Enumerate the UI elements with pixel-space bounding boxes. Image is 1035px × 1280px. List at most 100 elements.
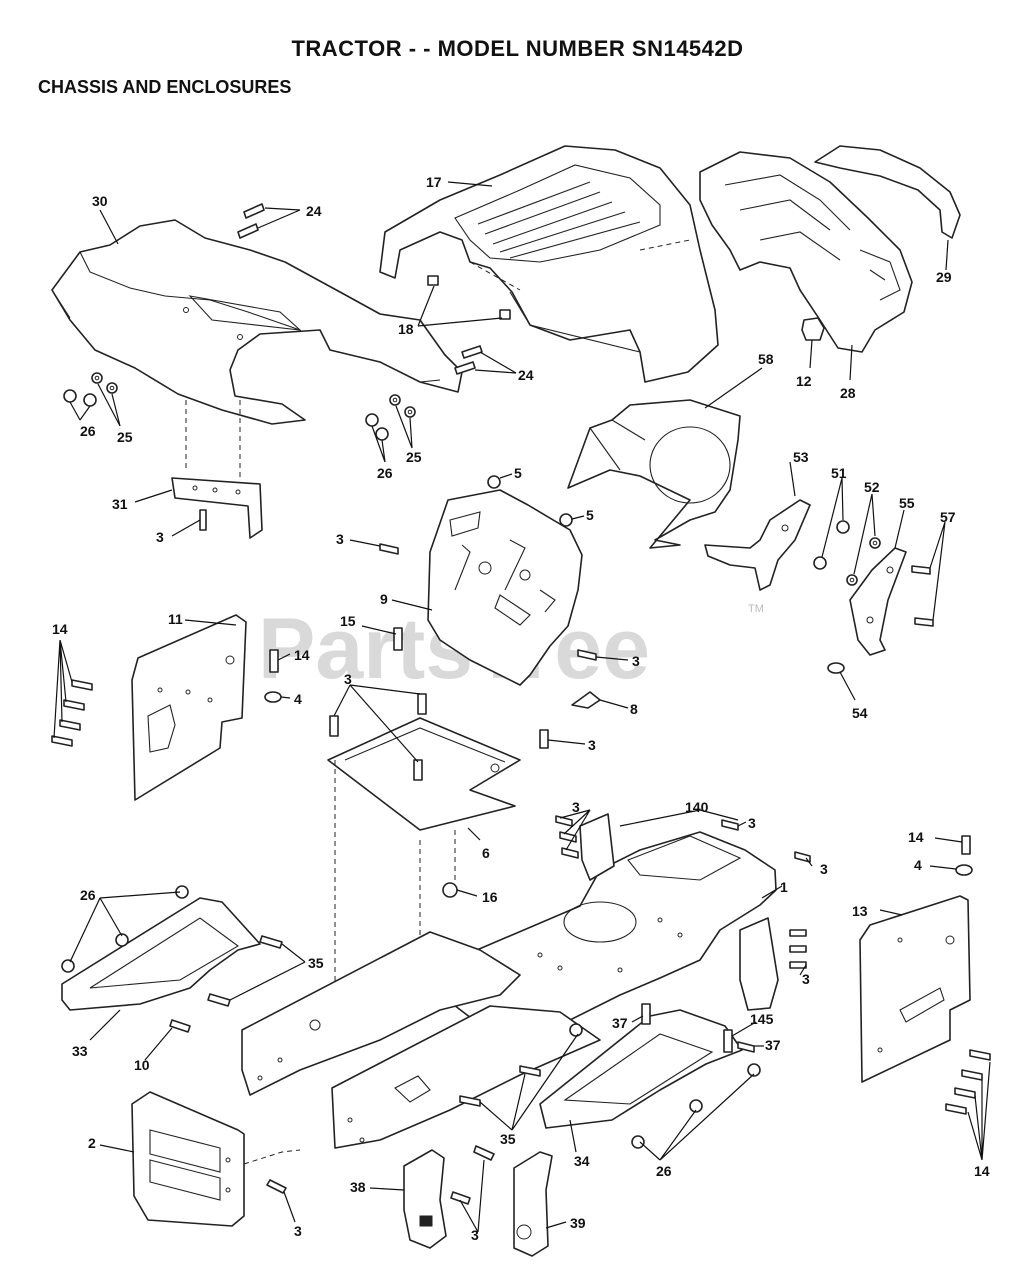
callout-37: 37 [612,1015,628,1031]
callout-52: 52 [864,479,880,495]
callout-3: 3 [802,971,810,987]
callout-3: 3 [572,799,580,815]
callout-4: 4 [294,691,302,707]
callout-55: 55 [899,495,915,511]
callout-140: 140 [685,799,709,815]
callout-10: 10 [134,1057,150,1073]
callout-31: 31 [112,496,128,512]
part-51-nut[interactable] [813,520,850,570]
callout-37: 37 [765,1037,781,1053]
callout-3: 3 [294,1223,302,1239]
callout-24: 24 [306,203,322,219]
part-33-footrest[interactable] [61,897,261,1011]
callout-3: 3 [748,815,756,831]
callout-57: 57 [940,509,956,525]
callout-25: 25 [117,429,133,445]
callout-53: 53 [793,449,809,465]
page-title: TRACTOR - - MODEL NUMBER SN14542D [291,36,744,61]
callout-3: 3 [632,653,640,669]
callout-34: 34 [574,1153,590,1169]
part-140-bracket[interactable] [579,813,615,881]
callout-5: 5 [514,465,522,481]
part-54-knob[interactable] [827,662,845,674]
part-34-footrest[interactable] [539,1009,743,1129]
part-28-grille-housing[interactable] [699,151,913,353]
part-35-bolt[interactable] [207,935,541,1107]
part-4-washer[interactable] [264,691,282,703]
callout-6: 6 [482,845,490,861]
part-31-bracket[interactable] [171,477,263,539]
part-1-frame-rail-right[interactable] [331,1005,601,1149]
callout-3: 3 [820,861,828,877]
part-15-bolt[interactable] [393,627,403,651]
part-12-clip[interactable] [801,317,825,341]
part-5-nut[interactable] [487,475,573,527]
callout-35: 35 [308,955,324,971]
part-24-bolt[interactable] [237,203,483,375]
callout-8: 8 [630,701,638,717]
callout-1: 1 [780,879,788,895]
part-11-side-panel[interactable] [131,614,247,801]
part-16-nut[interactable] [442,882,458,898]
part-13-side-panel[interactable] [859,895,971,1083]
part-4-washer-right[interactable] [955,864,973,876]
part-145-bolt[interactable] [723,1029,733,1053]
callout-14: 14 [908,829,924,845]
callout-29: 29 [936,269,952,285]
part-53-bracket[interactable] [704,499,811,591]
part-1-front-bracket[interactable] [739,917,779,1011]
callout-30: 30 [92,193,108,209]
callout-15: 15 [340,613,356,629]
callout-14: 14 [974,1163,990,1179]
part-3-bolt[interactable] [199,509,811,1205]
callout-9: 9 [380,591,388,607]
callout-5: 5 [586,507,594,523]
callout-17: 17 [426,174,442,190]
callout-35: 35 [500,1131,516,1147]
callout-26: 26 [80,887,96,903]
part-57-bolt[interactable] [911,565,934,627]
callout-28: 28 [840,385,856,401]
part-6-plate[interactable] [327,717,521,831]
callout-38: 38 [350,1179,366,1195]
part-58-shroud[interactable] [567,399,741,549]
part-25-washer[interactable] [91,372,416,418]
callout-58: 58 [758,351,774,367]
callout-145: 145 [750,1011,774,1027]
callout-3: 3 [588,737,596,753]
part-52-washer[interactable] [846,537,881,586]
callout-39: 39 [570,1215,586,1231]
part-37-bolt[interactable] [641,1003,755,1053]
callout-3: 3 [336,531,344,547]
part-39-bracket[interactable] [513,1151,553,1257]
part-38-bracket[interactable] [403,1149,447,1249]
part-10-bolt[interactable] [169,1019,191,1033]
callout-26: 26 [656,1163,672,1179]
leader-lines [53,181,991,1233]
callout-26: 26 [80,423,96,439]
part-18-hood-tab[interactable] [427,275,511,320]
callout-4: 4 [914,857,922,873]
part-30-fender[interactable] [51,219,463,425]
callout-54: 54 [852,705,868,721]
callout-26: 26 [377,465,393,481]
callout-33: 33 [72,1043,88,1059]
part-29-grille-cover[interactable] [814,145,961,239]
part-1-frame-rail-left[interactable] [241,931,521,1096]
callout-12: 12 [796,373,812,389]
callout-16: 16 [482,889,498,905]
part-14-bolt[interactable] [51,649,279,747]
part-9-dash-panel[interactable] [427,489,583,686]
callout-13: 13 [852,903,868,919]
callout-3: 3 [471,1227,479,1243]
callout-3: 3 [156,529,164,545]
callout-51: 51 [831,465,847,481]
callout-14: 14 [294,647,310,663]
part-2-front-plate[interactable] [131,1091,245,1227]
part-17-hood[interactable] [379,145,719,383]
callout-3: 3 [344,671,352,687]
callout-18: 18 [398,321,414,337]
section-title: CHASSIS AND ENCLOSURES [38,77,292,97]
part-55-bracket[interactable] [849,547,907,656]
